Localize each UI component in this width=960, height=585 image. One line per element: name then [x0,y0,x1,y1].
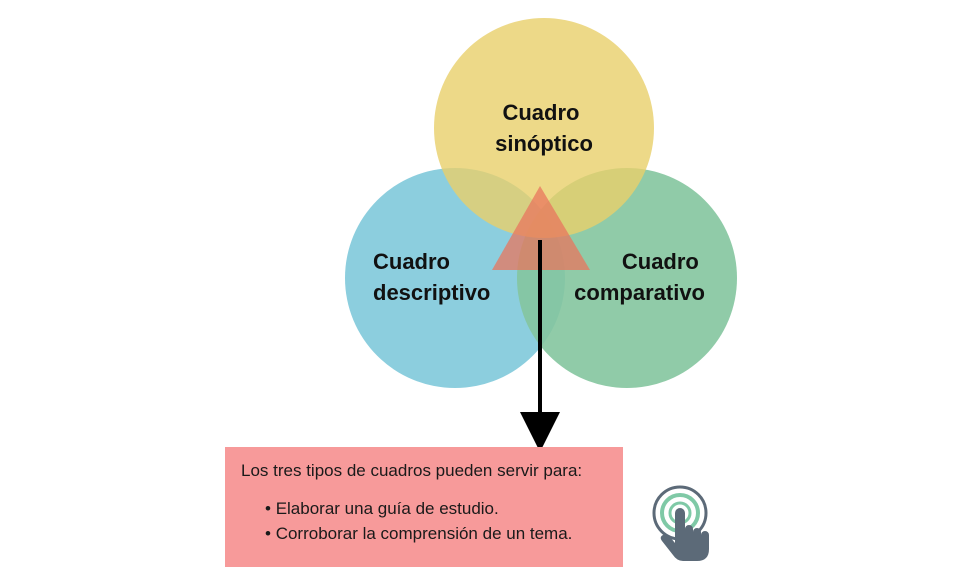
label-descriptivo-line2: descriptivo [373,280,490,305]
center-triangle [492,186,590,270]
label-comparativo-line1: Cuadro [622,249,699,274]
info-list: Elaborar una guía de estudio. Corroborar… [241,499,607,544]
circle-cuadro-sinoptico [434,18,654,238]
touch-hand [660,508,709,561]
label-sinoptico-line2: sinóptico [495,131,593,156]
info-item-comprehension: Corroborar la comprensión de un tema. [265,524,607,544]
label-sinoptico-line1: Cuadro [502,100,579,125]
label-sinoptico: Cuadro sinóptico [495,100,593,156]
info-item-study-guide: Elaborar una guía de estudio. [265,499,607,519]
label-comparativo-line2: comparativo [574,280,705,305]
label-descriptivo: Cuadro descriptivo [373,249,490,305]
info-box: Los tres tipos de cuadros pueden servir … [225,447,623,567]
info-intro: Los tres tipos de cuadros pueden servir … [241,461,583,480]
label-comparativo: Cuadro comparativo [574,249,705,305]
label-descriptivo-line1: Cuadro [373,249,450,274]
touch-hand-icon[interactable] [650,483,714,563]
